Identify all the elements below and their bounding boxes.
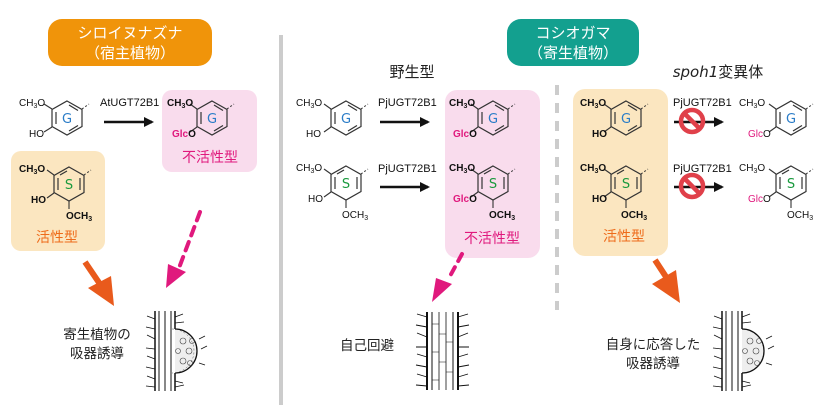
svg-text:CH3O: CH3O bbox=[580, 163, 606, 175]
root-no-haustorium-illustration bbox=[415, 312, 470, 390]
host-enzyme-label: AtUGT72B1 bbox=[100, 97, 159, 109]
svg-text:CH3O: CH3O bbox=[296, 163, 322, 175]
svg-text:OCH3: OCH3 bbox=[489, 210, 515, 222]
host-outcome-line2: 吸器誘導 bbox=[70, 346, 124, 362]
parasite-badge-line1: コシオガマ bbox=[535, 24, 610, 42]
svg-text:GlcO: GlcO bbox=[748, 194, 771, 205]
wt-s-substrate: S CH3O HO OCH3 bbox=[296, 163, 369, 222]
svg-text:CH3O: CH3O bbox=[296, 98, 322, 110]
svg-text:S: S bbox=[489, 177, 497, 192]
host-inactive-dashed-arrow bbox=[166, 210, 202, 288]
g-unit-label: G bbox=[62, 112, 72, 127]
parasite-badge-line2: （寄生植物） bbox=[528, 44, 618, 62]
wt-enzyme-g: PjUGT72B1 bbox=[378, 97, 437, 109]
g-unit-label: G bbox=[207, 112, 217, 127]
wt-inactive-label: 不活性型 bbox=[464, 231, 520, 247]
svg-text:G: G bbox=[786, 112, 796, 127]
svg-text:OCH3: OCH3 bbox=[621, 210, 647, 222]
mutant-s-product: S CH3O GlcO OCH3 bbox=[739, 163, 814, 222]
blocked-sign-icon bbox=[678, 172, 706, 200]
mutant-title: spoh1変異体 bbox=[673, 63, 764, 81]
svg-text:OCH3: OCH3 bbox=[66, 211, 92, 223]
svg-text:GlcO: GlcO bbox=[453, 194, 477, 205]
svg-text:CH3O: CH3O bbox=[739, 163, 765, 175]
ho-label: HO bbox=[29, 129, 44, 140]
svg-text:HO: HO bbox=[308, 194, 323, 205]
svg-text:HO: HO bbox=[592, 129, 607, 140]
svg-text:HO: HO bbox=[592, 194, 607, 205]
s-unit-label: S bbox=[65, 178, 73, 193]
svg-text:S: S bbox=[342, 177, 350, 192]
blocked-sign-icon bbox=[678, 107, 706, 135]
svg-text:G: G bbox=[488, 112, 498, 127]
host-badge-line2: （宿主植物） bbox=[85, 44, 175, 62]
haustorium-illustration bbox=[145, 311, 208, 391]
wt-g-substrate: G CH3O HO bbox=[296, 98, 369, 140]
svg-text:CH3O: CH3O bbox=[449, 163, 475, 175]
mutant-active-box: G CH3O HO S CH3O HO OCH3 活性型 bbox=[573, 89, 668, 256]
svg-text:CH3O: CH3O bbox=[19, 164, 45, 176]
svg-text:HO: HO bbox=[31, 195, 46, 206]
svg-text:CH3O: CH3O bbox=[19, 98, 45, 110]
mutant-active-label: 活性型 bbox=[603, 229, 645, 245]
host-active-arrow bbox=[82, 260, 114, 306]
host-inactive-box: G CH3O GlcO 不活性型 bbox=[162, 90, 257, 172]
host-badge: シロイヌナズナ （宿主植物） bbox=[48, 19, 212, 66]
svg-text:CH3O: CH3O bbox=[449, 98, 475, 110]
mutant-g-product: G CH3O GlcO bbox=[739, 98, 814, 140]
mutant-outcome-line2: 吸器誘導 bbox=[626, 356, 680, 372]
mutant-enzyme-s: PjUGT72B1 bbox=[673, 163, 732, 175]
haustorium-illustration bbox=[712, 311, 775, 391]
host-outcome-line1: 寄生植物の bbox=[63, 326, 131, 343]
svg-text:CH3O: CH3O bbox=[580, 98, 606, 110]
wt-enzyme-s: PjUGT72B1 bbox=[378, 163, 437, 175]
parasite-badge: コシオガマ （寄生植物） bbox=[507, 19, 639, 66]
wildtype-title: 野生型 bbox=[389, 63, 434, 81]
wt-outcome: 自己回避 bbox=[340, 338, 394, 354]
svg-text:G: G bbox=[621, 112, 631, 127]
svg-text:GlcO: GlcO bbox=[172, 129, 196, 140]
mutant-outcome-line1: 自身に応答した bbox=[606, 336, 701, 353]
host-inactive-label: 不活性型 bbox=[182, 150, 238, 166]
svg-text:GlcO: GlcO bbox=[453, 129, 477, 140]
svg-text:HO: HO bbox=[306, 129, 321, 140]
svg-text:G: G bbox=[341, 112, 351, 127]
section-divider bbox=[279, 35, 283, 405]
svg-text:S: S bbox=[622, 177, 630, 192]
wt-inactive-dashed-arrow bbox=[432, 252, 464, 302]
svg-text:OCH3: OCH3 bbox=[787, 210, 813, 222]
mutant-active-arrow bbox=[652, 258, 680, 303]
mutant-enzyme-g: PjUGT72B1 bbox=[673, 97, 732, 109]
svg-text:OCH3: OCH3 bbox=[342, 210, 368, 222]
host-active-box: S CH3O HO OCH3 活性型 bbox=[11, 151, 105, 251]
host-active-label: 活性型 bbox=[36, 230, 78, 246]
host-g-substrate: G CH3O HO bbox=[19, 98, 90, 140]
svg-text:S: S bbox=[787, 177, 795, 192]
wt-inactive-box: G CH3O GlcO S CH3O GlcO OCH3 不活性型 bbox=[445, 90, 540, 258]
host-badge-line1: シロイヌナズナ bbox=[77, 24, 182, 42]
svg-text:GlcO: GlcO bbox=[748, 129, 771, 140]
svg-text:CH3O: CH3O bbox=[739, 98, 765, 110]
svg-text:CH3O: CH3O bbox=[167, 98, 193, 110]
